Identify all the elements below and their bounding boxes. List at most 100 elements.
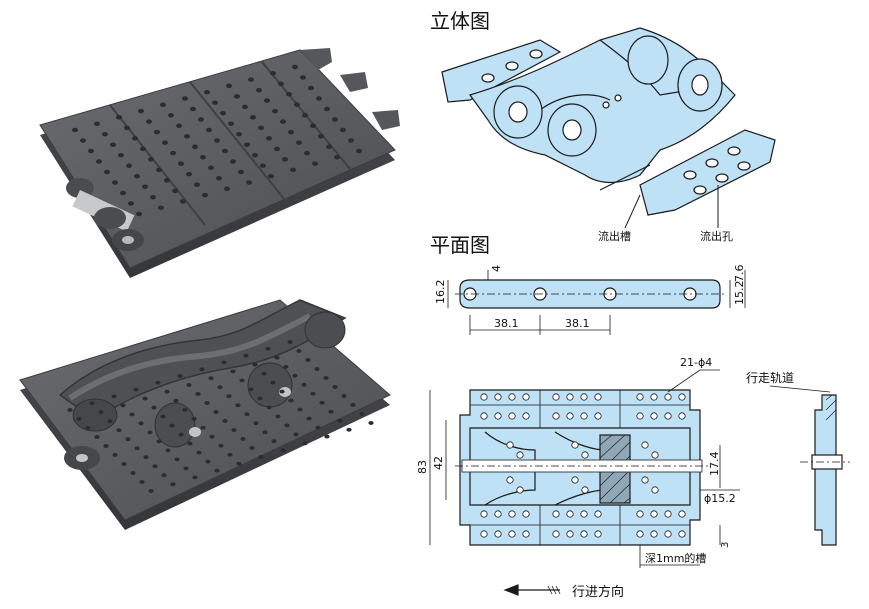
drain-hole	[494, 510, 502, 518]
drain-hole	[678, 412, 686, 420]
plate-hole	[170, 150, 176, 156]
drain-hole	[571, 476, 579, 484]
plate-hole	[236, 461, 242, 466]
drain-hole	[522, 412, 530, 420]
plate-hole	[186, 171, 192, 177]
plate-hole	[316, 96, 322, 101]
plate-hole	[196, 450, 202, 455]
plate-hole	[148, 157, 154, 162]
dim-side-thickness: 16.2	[434, 280, 447, 305]
plate-hole	[160, 102, 166, 108]
plate-hole	[206, 127, 212, 133]
plate-hole	[261, 371, 267, 376]
plate-hole	[264, 98, 270, 103]
plate-hole	[340, 127, 346, 133]
plate-hole	[221, 360, 227, 365]
plate-hole	[310, 391, 316, 396]
plate-hole	[236, 131, 242, 137]
plate-hole	[198, 117, 204, 122]
drain-hole	[522, 530, 530, 538]
plate-hole	[112, 180, 118, 185]
plate-hole	[191, 416, 197, 421]
plate-hole	[296, 349, 302, 353]
plate-hole	[304, 150, 310, 156]
drain-hole	[566, 412, 574, 420]
plate-hole	[359, 412, 365, 416]
plate-hole	[130, 471, 136, 475]
drain-hole	[650, 412, 658, 420]
plate-hole	[274, 146, 280, 152]
drain-hole	[566, 393, 574, 401]
plate-hole	[155, 380, 161, 385]
drain-hole	[580, 510, 588, 518]
plate-hole	[195, 392, 201, 396]
plate-hole	[156, 439, 162, 444]
callout-holes-spec: 21-ϕ4	[680, 356, 712, 369]
plate-hole	[293, 432, 299, 437]
plate-hole	[85, 426, 91, 430]
drain-hole	[650, 393, 658, 401]
plate-hole	[318, 134, 324, 139]
plate-hole	[220, 110, 226, 116]
dim-overall-width: 83	[416, 460, 429, 474]
plate-hole	[162, 140, 168, 145]
plate-hole	[279, 389, 285, 394]
plate-hole	[272, 108, 278, 114]
plate-hole	[235, 403, 241, 408]
plate-hole	[250, 115, 256, 120]
plate-hole	[292, 64, 298, 70]
plate-hole	[258, 455, 264, 459]
plate-hole	[107, 419, 113, 424]
plate-hole	[186, 383, 192, 387]
drain-hole	[552, 510, 560, 518]
drain-hole	[581, 451, 589, 459]
plate-hole	[72, 127, 78, 133]
plate-hole	[334, 155, 340, 160]
plate-hole	[103, 444, 109, 448]
plate-hole	[224, 186, 230, 192]
plate-hole	[238, 169, 244, 175]
plate-hole	[67, 408, 73, 412]
plate-hole	[192, 475, 198, 480]
drain-hole	[552, 412, 560, 420]
drain-hole	[594, 412, 602, 420]
plate-hole	[290, 167, 296, 173]
plate-hole	[136, 211, 142, 217]
plate-hole	[286, 92, 292, 97]
plate-hole	[302, 441, 308, 446]
plate-hole	[231, 428, 237, 432]
plate-hole	[218, 443, 224, 448]
plate-hole	[177, 374, 183, 378]
plate-hole	[178, 161, 184, 166]
plate-hole	[182, 96, 188, 101]
plate-hole	[270, 380, 276, 385]
plate-hole	[121, 462, 127, 466]
plate-hole	[139, 480, 145, 484]
direction-arrow	[503, 584, 561, 596]
plate-hole	[315, 425, 321, 430]
dim-pitch-1: 38.1	[494, 317, 519, 330]
drain-hole	[522, 510, 530, 518]
plate-hole	[226, 394, 232, 399]
plate-hole	[332, 117, 338, 122]
plate-hole	[324, 106, 330, 112]
plate-hole	[222, 419, 228, 423]
drain-hole	[506, 441, 514, 449]
plate-hole	[234, 94, 240, 99]
drain-hole	[664, 530, 672, 538]
plate-hole	[253, 421, 259, 426]
drain-hole	[651, 486, 659, 494]
track-section	[769, 385, 850, 546]
drain-hole	[641, 476, 649, 484]
plate-hole	[270, 71, 276, 76]
plate-hole	[204, 401, 210, 405]
plate-hole	[275, 414, 281, 419]
plate-hole	[138, 421, 144, 426]
plate-hole	[192, 144, 198, 150]
plate-hole	[230, 369, 236, 374]
drain-hole	[508, 393, 516, 401]
drain-hole	[566, 530, 574, 538]
plate-hole	[134, 446, 140, 451]
drain-hole	[480, 412, 488, 420]
plate-hole	[164, 389, 170, 394]
